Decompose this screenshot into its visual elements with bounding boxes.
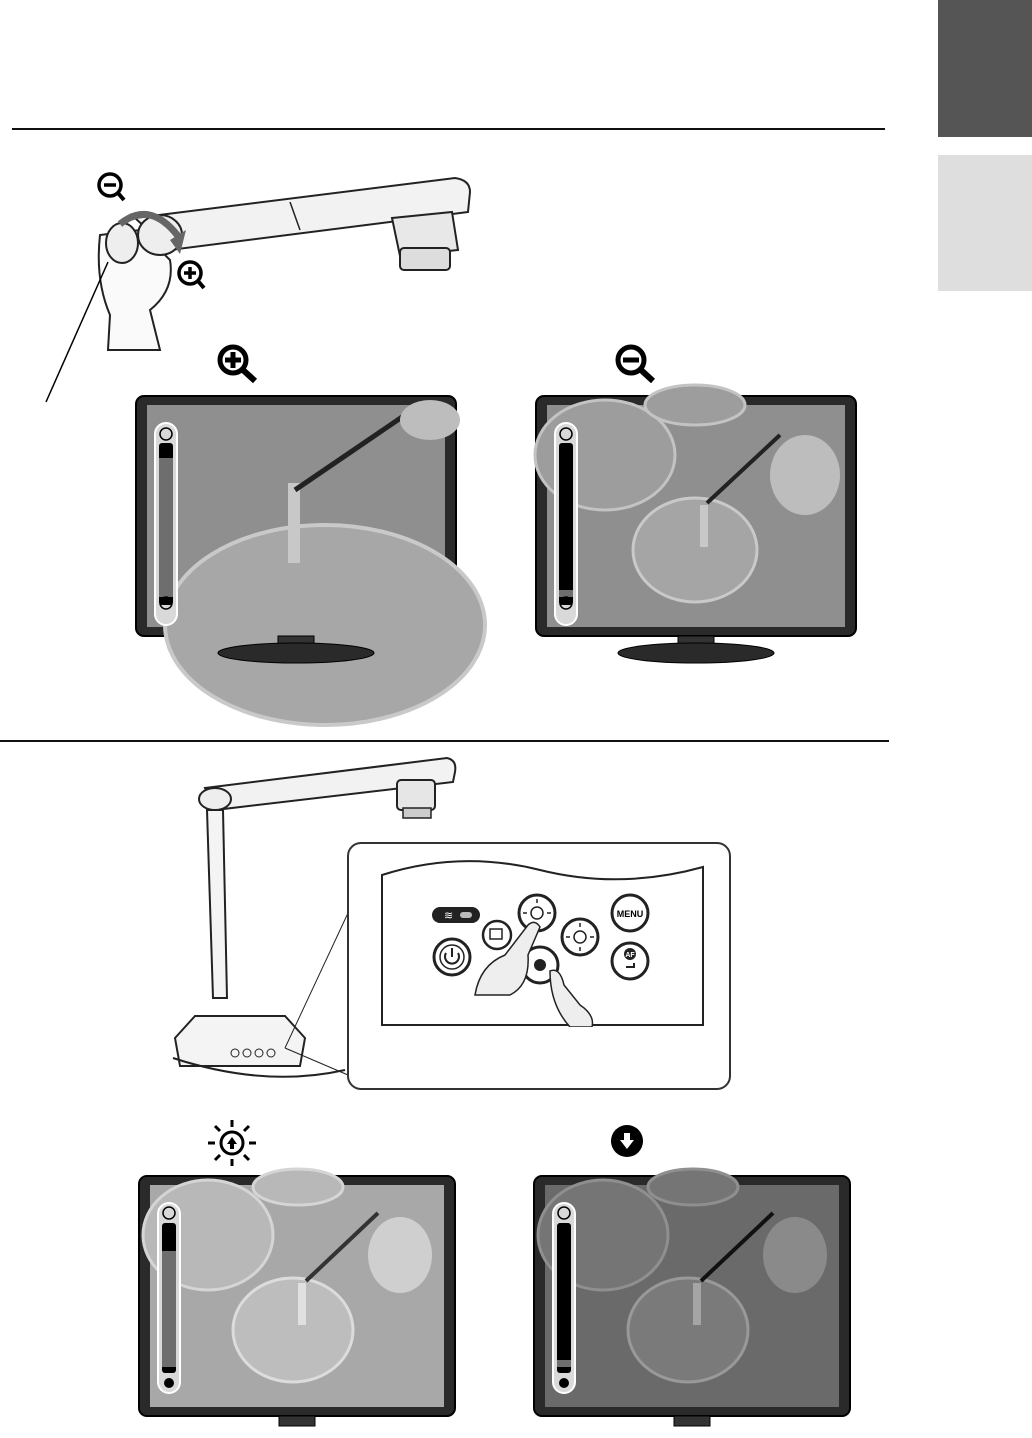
control-panel: ≋ MENU AF: [380, 855, 705, 1027]
af-button-label: AF: [625, 952, 635, 959]
monitor-zoom-out: [535, 395, 857, 663]
af-button[interactable]: AF: [612, 943, 648, 979]
monitor-zoom-in: [135, 395, 457, 663]
monitor-brightness-down: [533, 1175, 851, 1438]
monitor-brightness-up: [138, 1175, 456, 1438]
zoom-out-icon: [613, 343, 659, 383]
freeze-button[interactable]: [483, 921, 511, 949]
zoom-in-icon: [179, 262, 204, 288]
wifi-icon: ≋: [444, 910, 453, 922]
zoom-level-fill: [559, 590, 573, 597]
section-tab-inactive: [938, 155, 1032, 291]
zoom-level-fill: [159, 458, 173, 597]
lamp-button[interactable]: [562, 919, 598, 955]
brightness-down-icon: [610, 1124, 644, 1158]
section-rule-brightness: [0, 740, 889, 742]
brightness-down-icon: [164, 1378, 174, 1388]
brightness-level-fill: [162, 1251, 176, 1367]
brightness-down-icon: [559, 1378, 569, 1388]
menu-button[interactable]: MENU: [612, 895, 648, 931]
zoom-out-icon: [99, 174, 124, 200]
power-button[interactable]: [434, 939, 470, 975]
brightness-up-icon: [204, 1118, 260, 1168]
section-tab-active: [938, 0, 1032, 137]
zoom-in-icon: [215, 343, 261, 383]
brightness-level-fill: [557, 1360, 571, 1367]
menu-button-label: MENU: [617, 909, 644, 919]
wifi-indicator: [432, 907, 480, 923]
section-rule-zoom: [12, 128, 885, 130]
